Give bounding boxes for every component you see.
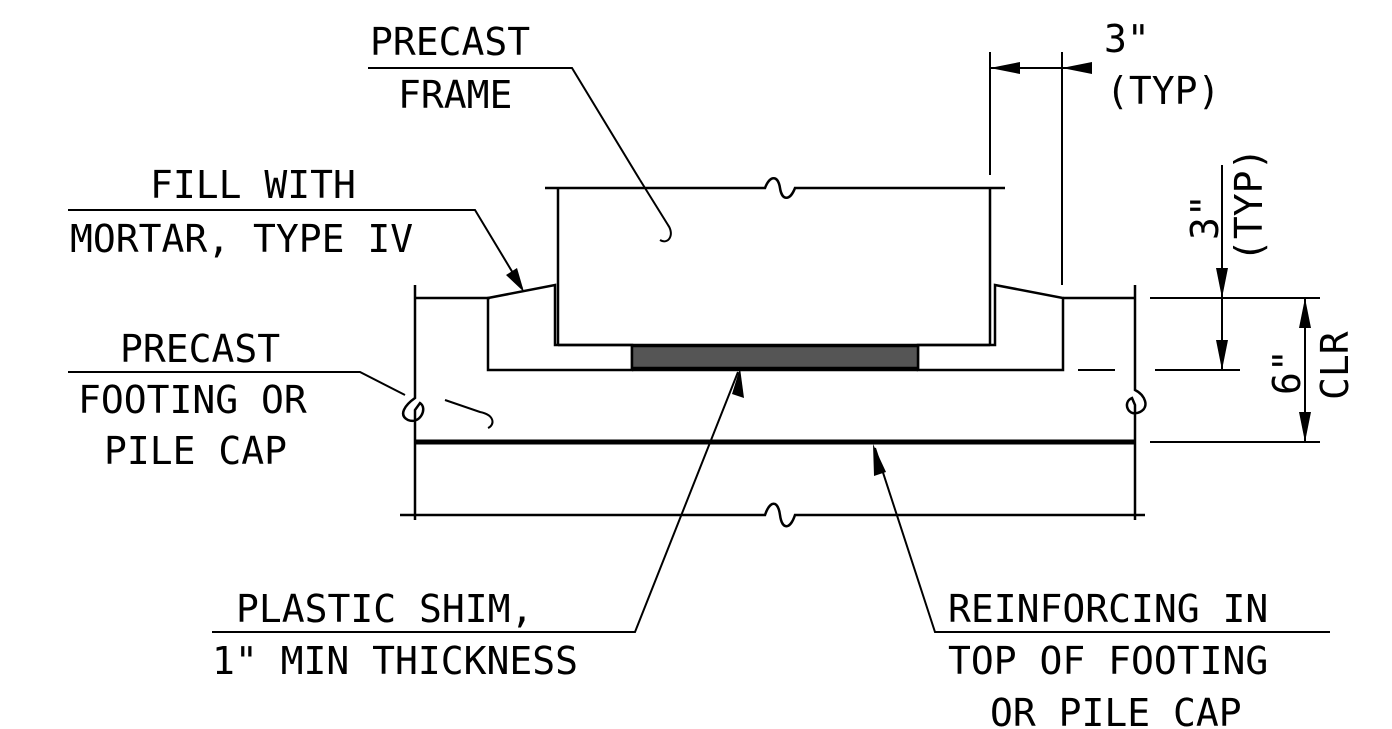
frame-leader-squiggle: [639, 179, 672, 243]
footing-leader-squiggle: [444, 399, 494, 429]
label-fill-mortar-line1: FILL WITH: [150, 163, 356, 207]
label-plastic-shim-line1: PLASTIC SHIM,: [236, 587, 533, 631]
precast-footing: [400, 285, 1147, 528]
label-precast-footing-line2: FOOTING OR: [78, 378, 307, 422]
label-reinforcing-line1: REINFORCING IN: [948, 587, 1268, 631]
label-fill-mortar: FILL WITH MORTAR, TYPE IV: [68, 163, 524, 292]
label-precast-frame-line2: FRAME: [398, 73, 512, 117]
label-precast-frame-line1: PRECAST: [370, 20, 530, 64]
dim-6-vertical-note: CLR: [1313, 331, 1357, 400]
label-reinforcing-line2: TOP OF FOOTING: [948, 639, 1268, 683]
precast-frame: [545, 177, 1005, 347]
label-precast-footing-line1: PRECAST: [120, 327, 280, 371]
plastic-shim: [630, 344, 920, 370]
dim-3-horizontal-value: 3": [1104, 17, 1150, 61]
dim-3-horizontal-note: (TYP): [1106, 69, 1220, 113]
label-precast-footing-line3: PILE CAP: [104, 429, 287, 473]
dimension-3-horizontal: 3" (TYP): [989, 17, 1220, 285]
label-reinforcing: REINFORCING IN TOP OF FOOTING OR PILE CA…: [873, 444, 1330, 729]
dim-6-vertical-value: 6": [1265, 349, 1309, 395]
dim-3-vertical-note: (TYP): [1227, 148, 1271, 262]
label-fill-mortar-line2: MORTAR, TYPE IV: [70, 217, 413, 261]
label-precast-frame: PRECAST FRAME: [368, 20, 641, 181]
dimension-vertical: 3" (TYP) 6" CLR: [1078, 148, 1357, 443]
dim-3-vertical-value: 3": [1183, 194, 1227, 240]
label-plastic-shim-line2: 1" MIN THICKNESS: [212, 639, 578, 683]
label-precast-footing: PRECAST FOOTING OR PILE CAP: [68, 327, 406, 473]
label-plastic-shim: PLASTIC SHIM, 1" MIN THICKNESS: [212, 368, 744, 683]
label-reinforcing-line3: OR PILE CAP: [990, 691, 1242, 729]
